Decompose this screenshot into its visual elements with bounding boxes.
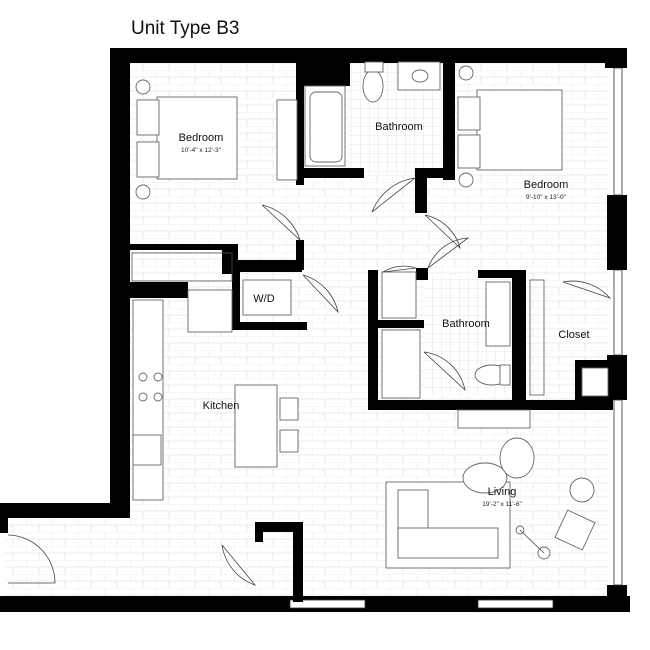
fixtures	[131, 61, 609, 569]
unit-title: Unit Type B3	[131, 18, 240, 39]
room-label-wd: W/D	[253, 293, 274, 305]
room-labels: Bedroom 10'-4" x 12'-3" Bathroom Bedroom…	[179, 121, 590, 508]
room-label-bathroom-2: Bathroom	[442, 318, 490, 330]
room-label-closet: Closet	[558, 329, 589, 341]
room-label-kitchen: Kitchen	[203, 400, 240, 412]
doors	[7, 177, 612, 586]
room-dims-living: 19'-2" x 11'-6"	[482, 501, 522, 508]
room-dims-bedroom-2: 9'-10" x 13'-0"	[526, 194, 567, 201]
room-label-bedroom-2: Bedroom	[524, 179, 569, 191]
room-label-living: Living	[488, 486, 517, 498]
room-label-bedroom-1: Bedroom	[179, 132, 224, 144]
room-dims-bedroom-1: 10'-4" x 12'-3"	[181, 147, 222, 154]
room-label-bathroom-1: Bathroom	[375, 121, 423, 133]
